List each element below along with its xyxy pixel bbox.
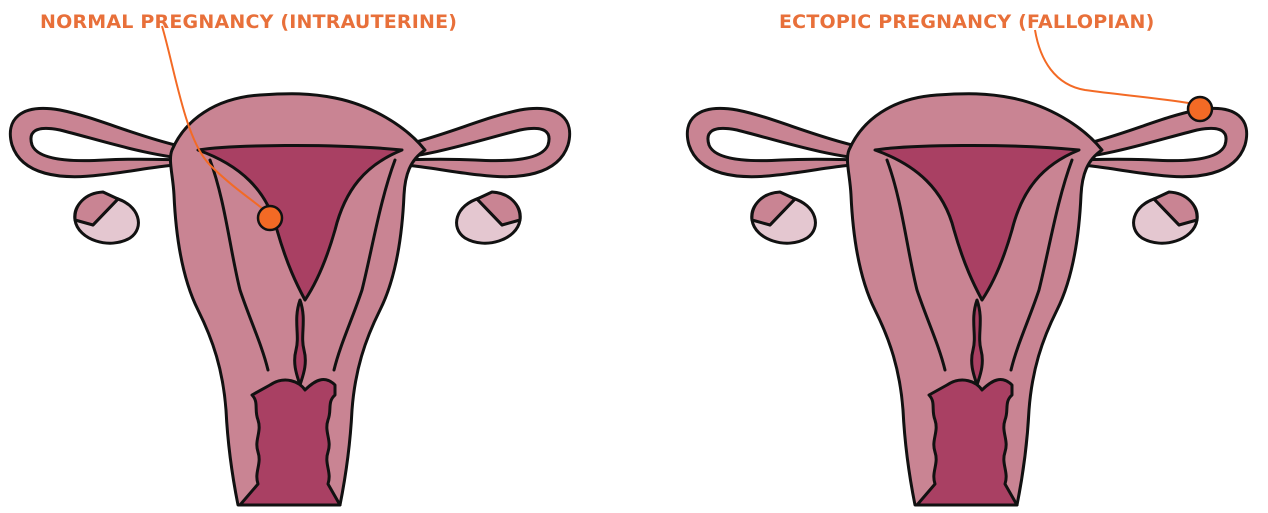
ectopic-implantation-marker <box>1188 97 1212 121</box>
ectopic-uterus <box>687 94 1246 505</box>
normal-uterus <box>10 94 569 505</box>
ectopic-leader-line <box>1035 30 1195 104</box>
normal-implantation-marker <box>258 206 282 230</box>
